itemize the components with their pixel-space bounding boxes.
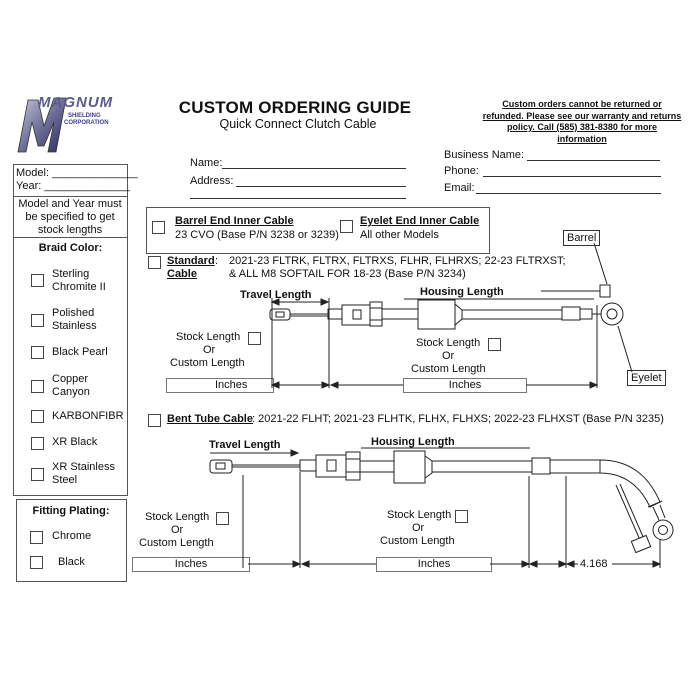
- standard-housing-length-label: Housing Length: [420, 286, 504, 298]
- barrel-end-desc: 23 CVO (Base P/N 3238 or 3239): [175, 229, 339, 241]
- standard-title: Standard: [167, 255, 215, 267]
- standard-travel-custom-label: Custom Length: [170, 357, 245, 369]
- braid-checkbox-xr-stainless[interactable]: [31, 468, 44, 481]
- logo-brand: MAGNUM: [38, 94, 114, 111]
- eyelet-end-title: Eyelet End Inner Cable: [360, 215, 480, 227]
- bent-travel-or: Or: [171, 524, 184, 536]
- model-year-box: [13, 164, 128, 197]
- bent-housing-stock-label: Stock Length: [387, 509, 452, 521]
- business-label: Business Name:: [444, 149, 525, 161]
- plating-checkbox-black[interactable]: [30, 556, 43, 569]
- bent-travel-inches-text: Inches: [174, 558, 208, 570]
- braid-checkbox-black-pearl[interactable]: [31, 346, 44, 359]
- bent-housing-length-label: Housing Length: [371, 436, 455, 448]
- standard-models-2: & ALL M8 SOFTAIL FOR 18-23 (Base P/N 323…: [229, 268, 466, 280]
- bent-tube-checkbox[interactable]: [148, 414, 161, 427]
- bent-travel-length-label: Travel Length: [209, 439, 281, 451]
- standard-colon: :: [215, 255, 219, 267]
- phone-label: Phone:: [444, 165, 479, 177]
- business-field[interactable]: [527, 160, 660, 161]
- braid-label-xr-stainless: XR Stainless Steel: [52, 461, 115, 486]
- braid-label-sterling: Sterling Chromite II: [52, 268, 106, 293]
- page-title: CUSTOM ORDERING GUIDE: [178, 98, 412, 117]
- standard-housing-stock-label: Stock Length: [416, 337, 481, 349]
- phone-field[interactable]: [483, 176, 661, 177]
- bent-housing-or: Or: [412, 522, 425, 534]
- braid-checkbox-copper[interactable]: [31, 380, 44, 393]
- year-field[interactable]: Year: ______________: [16, 180, 130, 192]
- email-label: Email:: [444, 182, 475, 194]
- address-label: Address:: [190, 175, 234, 187]
- barrel-callout: Barrel: [563, 230, 601, 246]
- eyelet-callout: Eyelet: [627, 370, 666, 386]
- standard-housing-inches-text: Inches: [448, 379, 482, 391]
- eyelet-end-checkbox[interactable]: [340, 220, 353, 233]
- standard-title-line2: Cable: [167, 268, 197, 280]
- standard-travel-stock-checkbox[interactable]: [248, 332, 261, 345]
- bent-housing-stock-checkbox[interactable]: [455, 510, 468, 523]
- bent-housing-custom-label: Custom Length: [380, 535, 455, 547]
- magnum-logo: MAGNUM SHIELDING CORPORATION: [14, 92, 118, 158]
- plating-label-chrome: Chrome: [52, 530, 92, 542]
- braid-label-karbonfibr: KARBONFIBR: [52, 410, 124, 422]
- braid-label-black-pearl: Black Pearl: [52, 346, 108, 358]
- braid-label-copper: Copper Canyon: [52, 373, 90, 398]
- standard-travel-or: Or: [203, 344, 216, 356]
- bent-housing-inches-field[interactable]: Inches: [376, 557, 492, 572]
- standard-travel-stock-label: Stock Length: [176, 331, 241, 343]
- plating-checkbox-chrome[interactable]: [30, 531, 43, 544]
- logo-sub2: CORPORATION: [64, 120, 109, 126]
- barrel-end-title: Barrel End Inner Cable: [175, 215, 294, 227]
- plating-label-black: Black: [58, 556, 85, 568]
- name-label: Name:: [190, 157, 223, 169]
- inner-cable-box: [146, 207, 490, 254]
- braid-checkbox-sterling[interactable]: [31, 274, 44, 287]
- braid-label-xr-black: XR Black: [52, 436, 98, 448]
- bent-travel-stock-checkbox[interactable]: [216, 512, 229, 525]
- returns-notice: Custom orders cannot be returned or refu…: [482, 99, 682, 144]
- standard-cable-drawing: [269, 242, 633, 389]
- bent-fixed-length: 4.168: [580, 558, 608, 570]
- standard-cable-checkbox[interactable]: [148, 256, 161, 269]
- bent-models: : 2021-22 FLHT; 2021-23 FLHTK, FLHX, FLH…: [252, 413, 664, 425]
- name-field[interactable]: [222, 168, 406, 169]
- address-field-2[interactable]: [190, 198, 406, 199]
- model-field[interactable]: Model: ______________: [16, 167, 138, 179]
- standard-travel-inches-text: Inches: [215, 379, 248, 391]
- braid-checkbox-xr-black[interactable]: [31, 437, 44, 450]
- barrel-end-checkbox[interactable]: [152, 221, 165, 234]
- standard-housing-inches-field[interactable]: Inches: [403, 378, 527, 393]
- standard-housing-or: Or: [442, 350, 455, 362]
- standard-travel-length-label: Travel Length: [240, 289, 312, 301]
- bent-travel-custom-label: Custom Length: [139, 537, 214, 549]
- eyelet-end-desc: All other Models: [360, 229, 439, 241]
- braid-checkbox-karbonfibr[interactable]: [31, 410, 44, 423]
- standard-housing-stock-checkbox[interactable]: [488, 338, 501, 351]
- bent-housing-inches-text: Inches: [417, 558, 451, 570]
- email-field[interactable]: [476, 193, 661, 194]
- standard-housing-custom-label: Custom Length: [411, 363, 486, 375]
- braid-label-polished: Polished Stainless: [52, 307, 97, 332]
- standard-models-1: 2021-23 FLTRK, FLTRX, FLTRXS, FLHR, FLHR…: [229, 255, 566, 267]
- bent-cable-drawing: [209, 447, 674, 568]
- braid-heading: Braid Color:: [38, 242, 103, 254]
- model-year-note-box: [13, 196, 128, 239]
- plating-heading: Fitting Plating:: [32, 505, 110, 517]
- bent-travel-stock-label: Stock Length: [145, 511, 210, 523]
- braid-checkbox-polished[interactable]: [31, 314, 44, 327]
- address-field-1[interactable]: [236, 186, 406, 187]
- bent-title: Bent Tube Cable: [167, 413, 253, 425]
- logo-graphic: [17, 97, 67, 153]
- page-subtitle: Quick Connect Clutch Cable: [219, 117, 377, 131]
- logo-sub1: SHIELDING: [68, 113, 101, 119]
- model-year-note: Model and Year must be specified to get …: [18, 198, 122, 236]
